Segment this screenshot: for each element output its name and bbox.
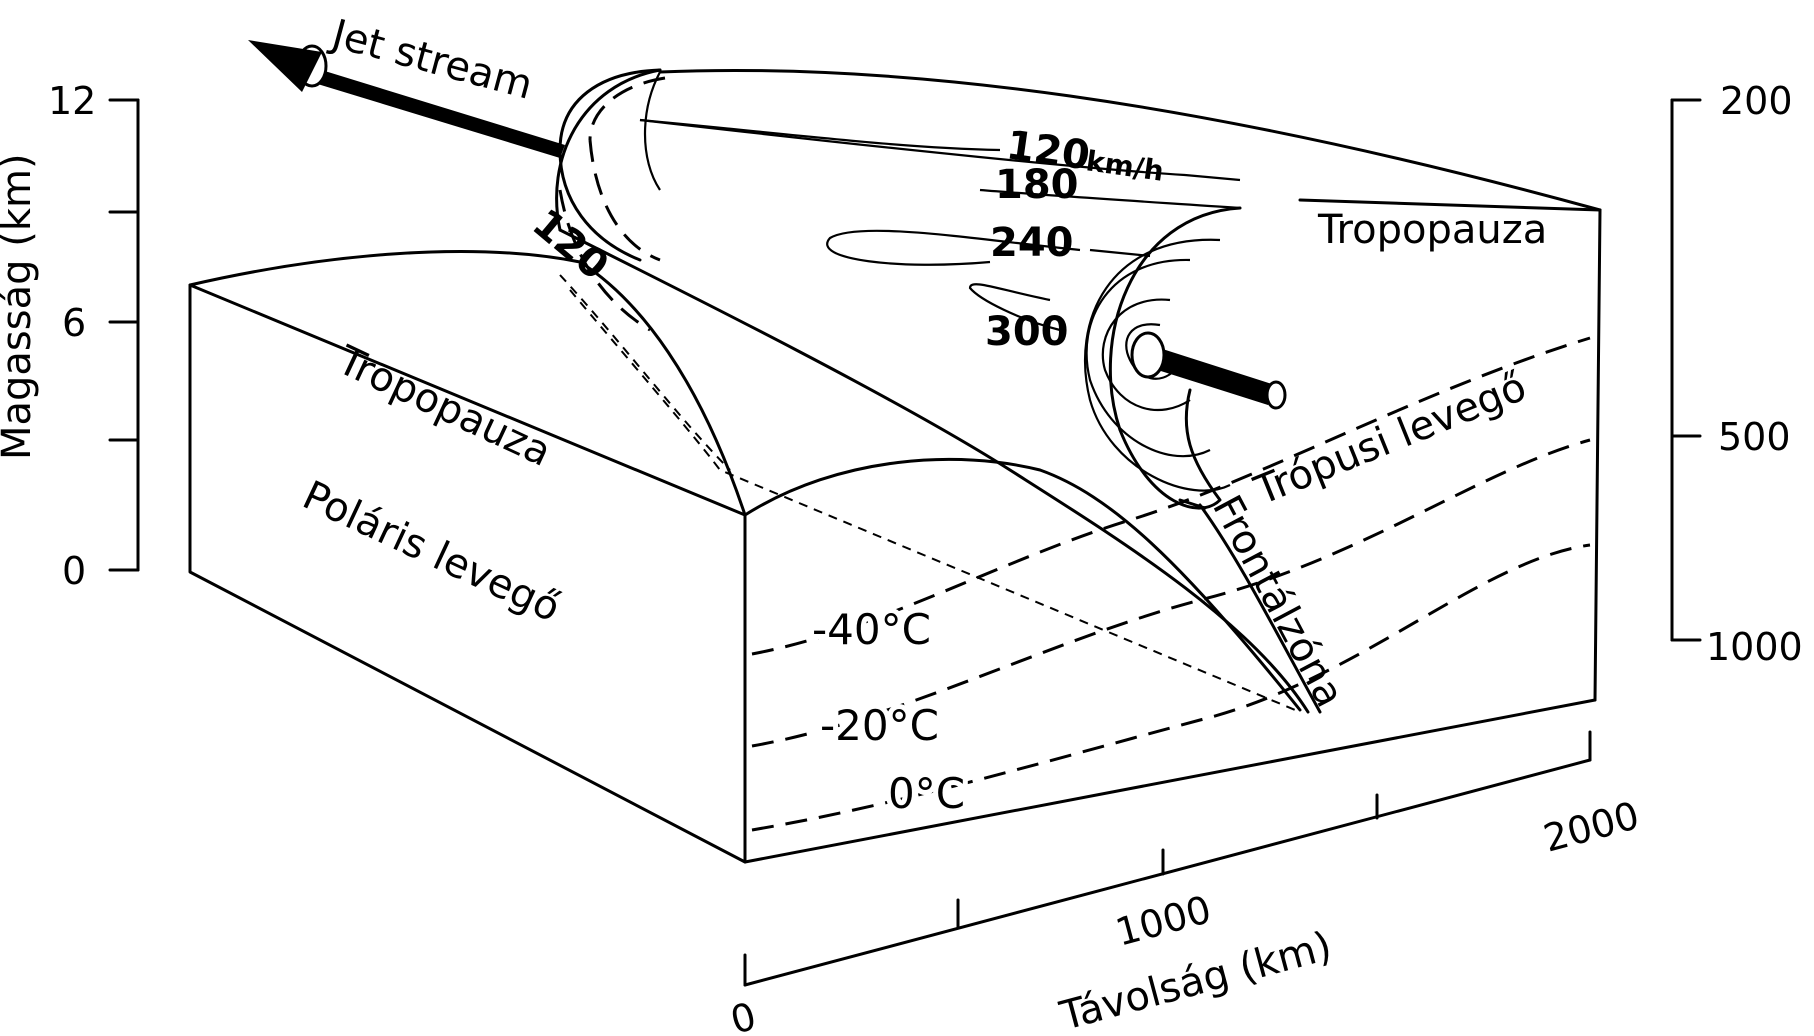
right-tick-200: 200 (1720, 79, 1793, 123)
isotach-unit-label: km/h (1084, 144, 1166, 188)
left-axis: 12 6 0 Magasság (km) (0, 79, 140, 593)
isotherm-40 (751, 336, 1591, 656)
block-outline (188, 68, 1602, 864)
isotach-240-label: 240 (990, 220, 1074, 266)
isotach-180-label: 180 (995, 162, 1079, 208)
bottom-tick-1000: 1000 (1111, 887, 1216, 955)
left-tick-12: 12 (48, 79, 96, 123)
isotherm-20-label: -20°C (820, 701, 939, 750)
bottom-tick-0: 0 (726, 994, 761, 1036)
isotach-120-left-label: 120 (524, 200, 618, 289)
tropical-air-label: Trópusi levegő (1248, 364, 1533, 515)
right-tick-500: 500 (1718, 415, 1791, 459)
left-tick-6: 6 (62, 301, 86, 345)
left-tick-0: 0 (62, 549, 86, 593)
bottom-tick-2000: 2000 (1539, 793, 1644, 861)
isotach-300-label: 300 (985, 309, 1069, 355)
bottom-axis-label: Távolság (km) (1055, 923, 1337, 1036)
isotherm-0 (751, 543, 1591, 832)
isotherm-40-label: -40°C (812, 605, 931, 654)
tropopause-left-label: Tropopauza (330, 337, 558, 476)
isotherm-0-label: 0°C (888, 769, 965, 818)
right-axis: 200 500 1000 (1670, 79, 1803, 669)
tropopause-right-label: Tropopauza (1317, 207, 1547, 253)
isotachs (555, 68, 1242, 510)
left-axis-label: Magasság (km) (0, 153, 40, 460)
right-tick-1000: 1000 (1706, 625, 1803, 669)
jet-stream-arrow (248, 40, 1287, 410)
isotherms (751, 336, 1591, 832)
polar-air-label: Poláris levegő (296, 472, 567, 631)
isotherm-20 (751, 438, 1591, 748)
